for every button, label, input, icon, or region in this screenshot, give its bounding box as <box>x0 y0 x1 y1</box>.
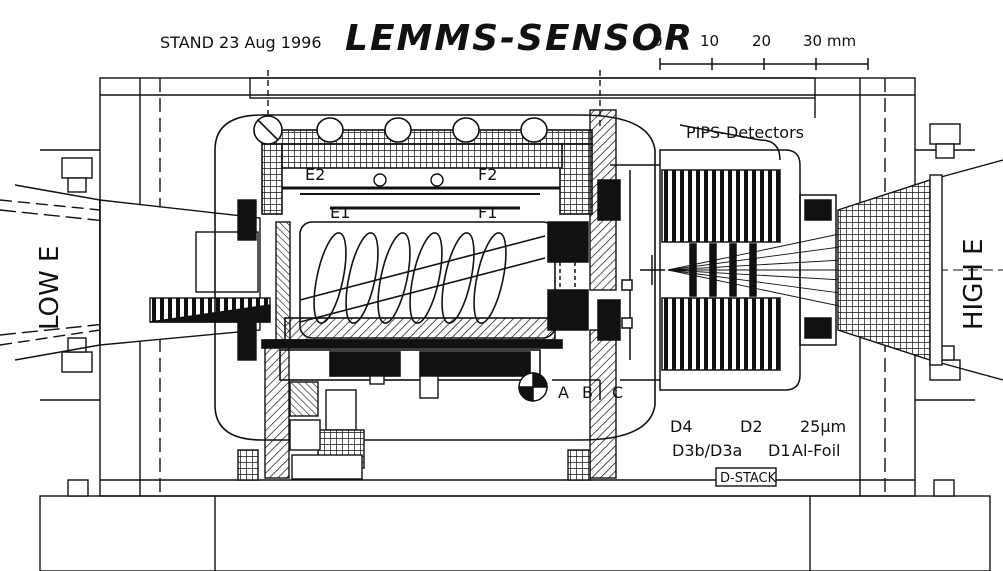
high-e-label: HIGH E <box>959 238 989 330</box>
e-f-mounts <box>300 173 540 195</box>
scale-tick-30mm: 30 mm <box>803 32 856 50</box>
scale-tick-20: 20 <box>752 32 771 50</box>
label-d1: D1 <box>768 441 791 460</box>
low-e-label: LOW E <box>35 246 65 330</box>
main-housing <box>214 114 656 441</box>
top-ports <box>253 115 548 145</box>
high-e-aperture <box>837 159 1003 381</box>
scale-tick-0: 0 <box>653 32 663 50</box>
lower-bolts <box>289 375 439 480</box>
pips-detectors-label: PIPS-Detectors <box>686 123 804 142</box>
collimator <box>518 170 665 402</box>
magnet-coils <box>299 232 546 324</box>
scale-bar: 0 10 20 30 mm <box>653 32 869 70</box>
scale-tick-10: 10 <box>700 32 719 50</box>
label-d4: D4 <box>670 417 693 436</box>
label-d2: D2 <box>740 417 763 436</box>
low-e-aperture <box>0 184 271 361</box>
label-e2: E2 <box>305 165 325 184</box>
label-d-stack: D-STACK <box>720 471 777 486</box>
label-d3b-d3a: D3b/D3a <box>672 441 742 460</box>
label-b: B <box>582 383 593 402</box>
d-stack-box <box>715 467 777 487</box>
label-f2: F2 <box>478 165 497 184</box>
support-bolts <box>61 123 961 497</box>
label-25um: 25µm <box>800 417 846 436</box>
label-al-foil: Al-Foil <box>792 441 840 460</box>
label-a: A <box>558 383 569 402</box>
label-f1: F1 <box>478 203 497 222</box>
page-title: LEMMS-SENSOR <box>345 18 694 59</box>
stand-date-label: STAND 23 Aug 1996 <box>160 33 322 52</box>
label-c: C <box>612 383 623 402</box>
pips-detector-stack <box>610 124 837 391</box>
outer-frame <box>39 70 991 571</box>
label-e1: E1 <box>330 203 350 222</box>
